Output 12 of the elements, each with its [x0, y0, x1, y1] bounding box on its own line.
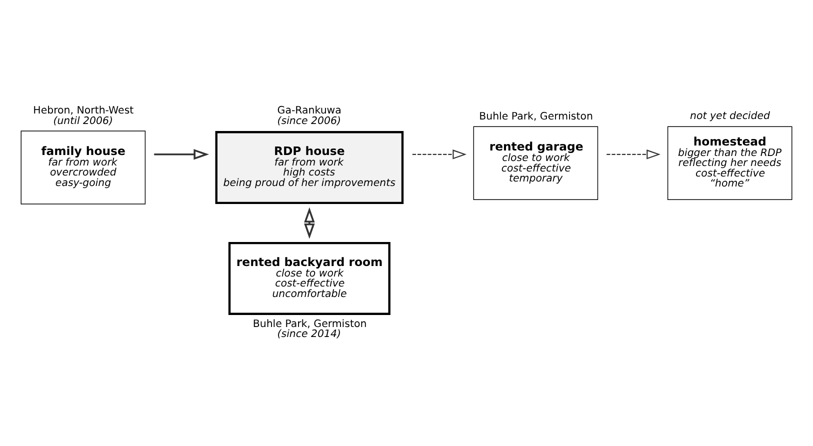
arrow	[304, 207, 315, 239]
node-label: (until 2006)	[53, 116, 114, 127]
node-label: Buhle Park, Germiston	[252, 318, 367, 330]
node-label: Buhle Park, Germiston	[479, 112, 593, 122]
node-label: Hebron, North-West	[33, 106, 134, 117]
node-label: not yet decided	[690, 110, 770, 122]
arrow	[412, 150, 467, 160]
node-label: (since 2014)	[277, 329, 341, 340]
arrow	[606, 150, 660, 160]
node-label: Ga-Rankuwa	[277, 106, 342, 117]
arrow	[154, 149, 210, 160]
node-label: (since 2006)	[277, 116, 341, 127]
